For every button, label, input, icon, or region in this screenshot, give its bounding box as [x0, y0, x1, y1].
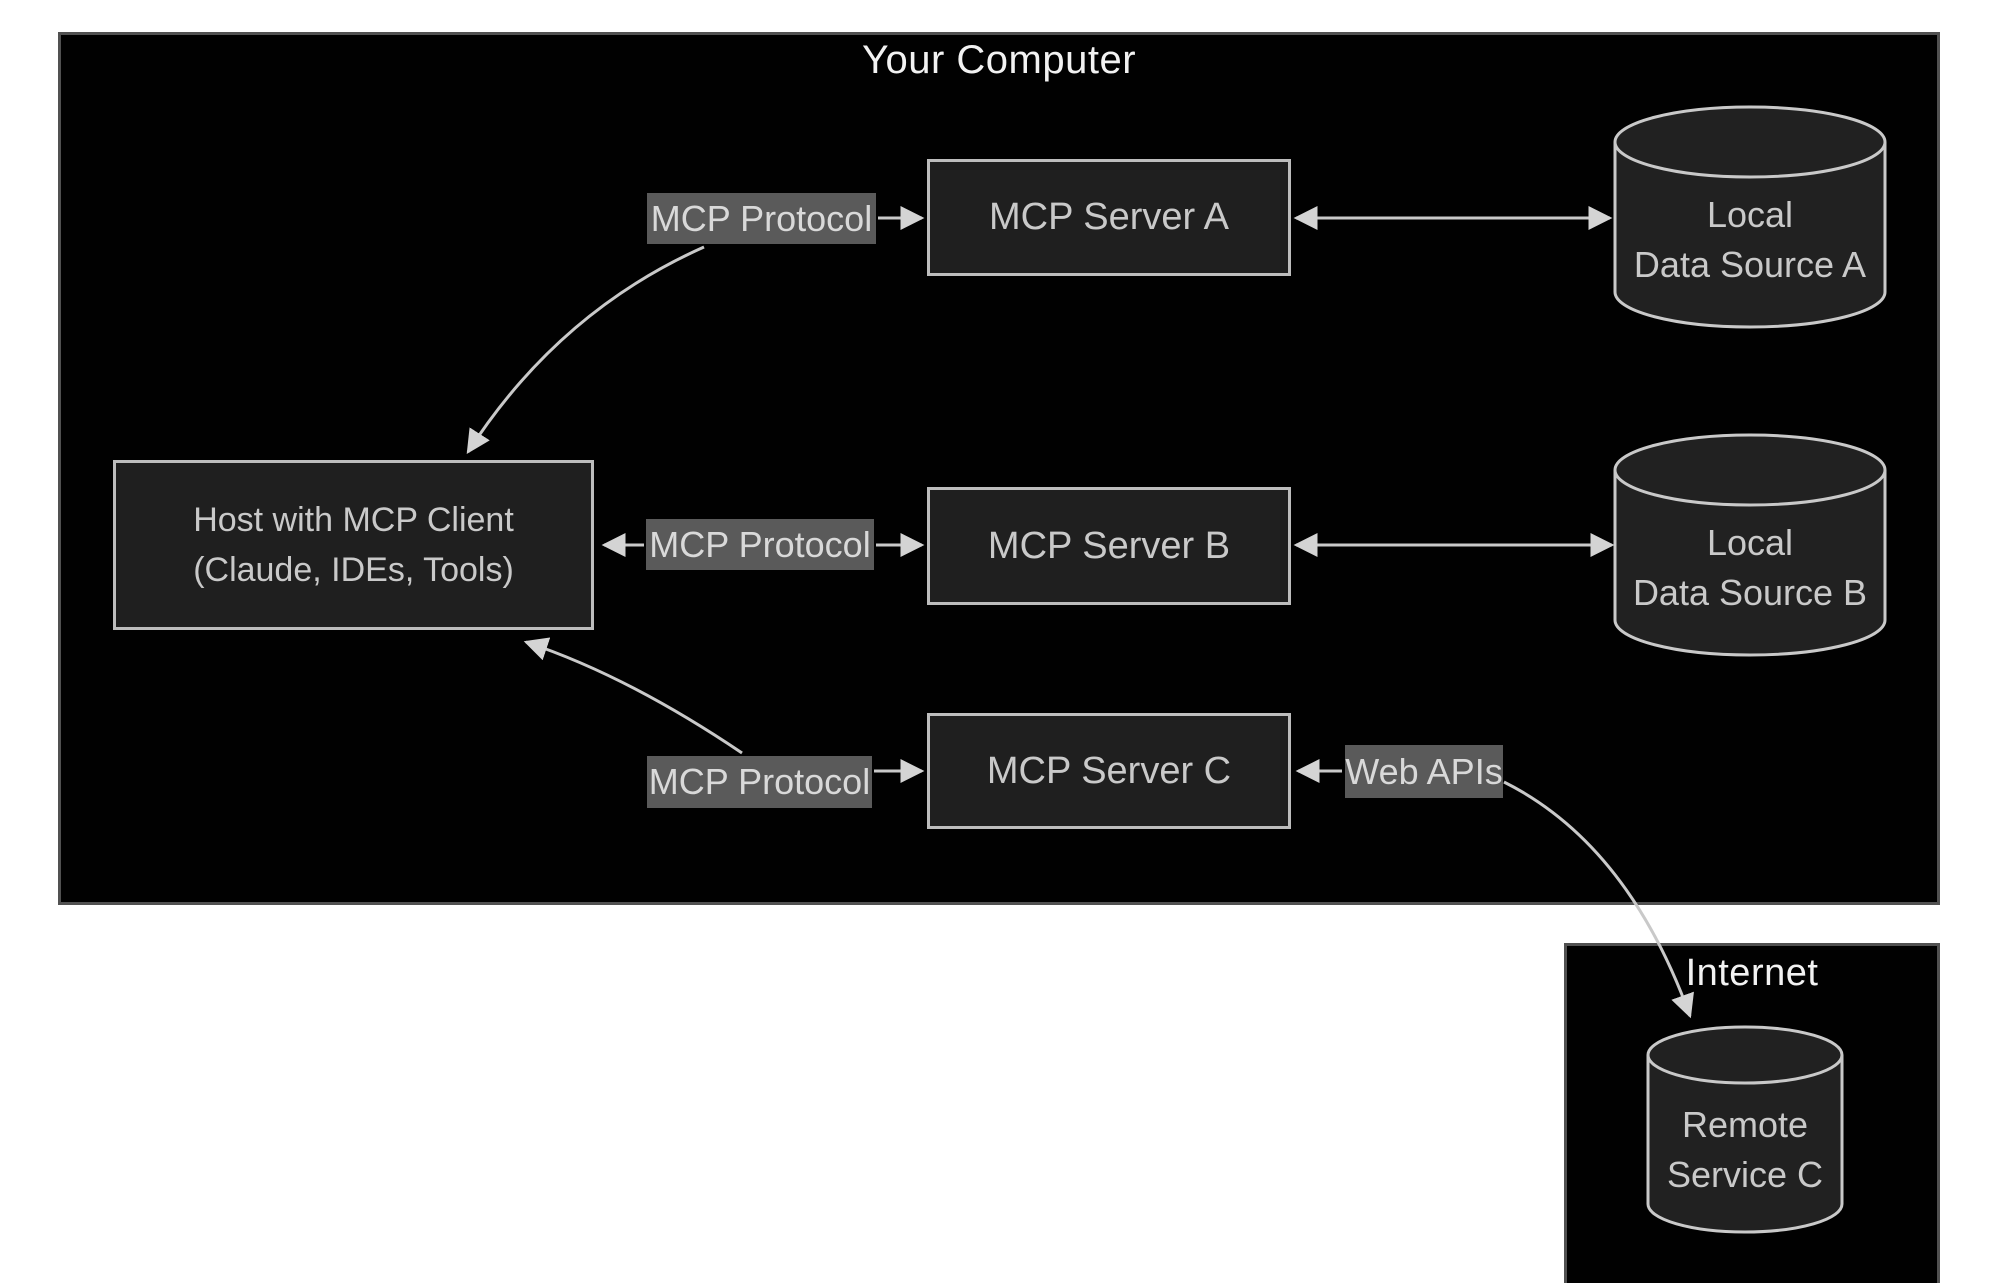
mcp-server-b-label: MCP Server B — [987, 524, 1231, 567]
remote-service-c-line1: Remote — [1681, 1104, 1809, 1145]
internet-title: Internet — [1685, 952, 1819, 994]
mcp-server-b-node: MCP Server B — [927, 487, 1291, 605]
local-data-source-a-line2: Data Source A — [1633, 244, 1867, 285]
remote-service-c-label: Remote Service C — [1648, 1100, 1842, 1200]
local-data-source-b-line1: Local — [1706, 522, 1794, 563]
mcp-protocol-label-a: MCP Protocol — [647, 193, 876, 244]
local-data-source-a-label: Local Data Source A — [1615, 190, 1885, 290]
mcp-server-a-label: MCP Server A — [988, 196, 1230, 238]
mcp-protocol-label-c: MCP Protocol — [647, 756, 872, 808]
mcp-server-c-node: MCP Server C — [927, 713, 1291, 829]
local-data-source-a-line1: Local — [1706, 194, 1794, 235]
mcp-server-c-label: MCP Server C — [986, 749, 1232, 792]
mcp-server-a-node: MCP Server A — [927, 159, 1291, 276]
mcp-protocol-label-b: MCP Protocol — [646, 519, 874, 570]
host-label-line1: Host with MCP Client — [193, 501, 514, 539]
local-data-source-b-label: Local Data Source B — [1615, 518, 1885, 618]
remote-service-c-line2: Service C — [1666, 1154, 1824, 1195]
your-computer-title: Your Computer — [861, 38, 1137, 82]
host-with-mcp-client-node: Host with MCP Client (Claude, IDEs, Tool… — [113, 460, 594, 630]
web-apis-label: Web APIs — [1345, 745, 1503, 798]
host-label-line2: (Claude, IDEs, Tools) — [193, 551, 514, 589]
local-data-source-b-line2: Data Source B — [1632, 572, 1868, 613]
